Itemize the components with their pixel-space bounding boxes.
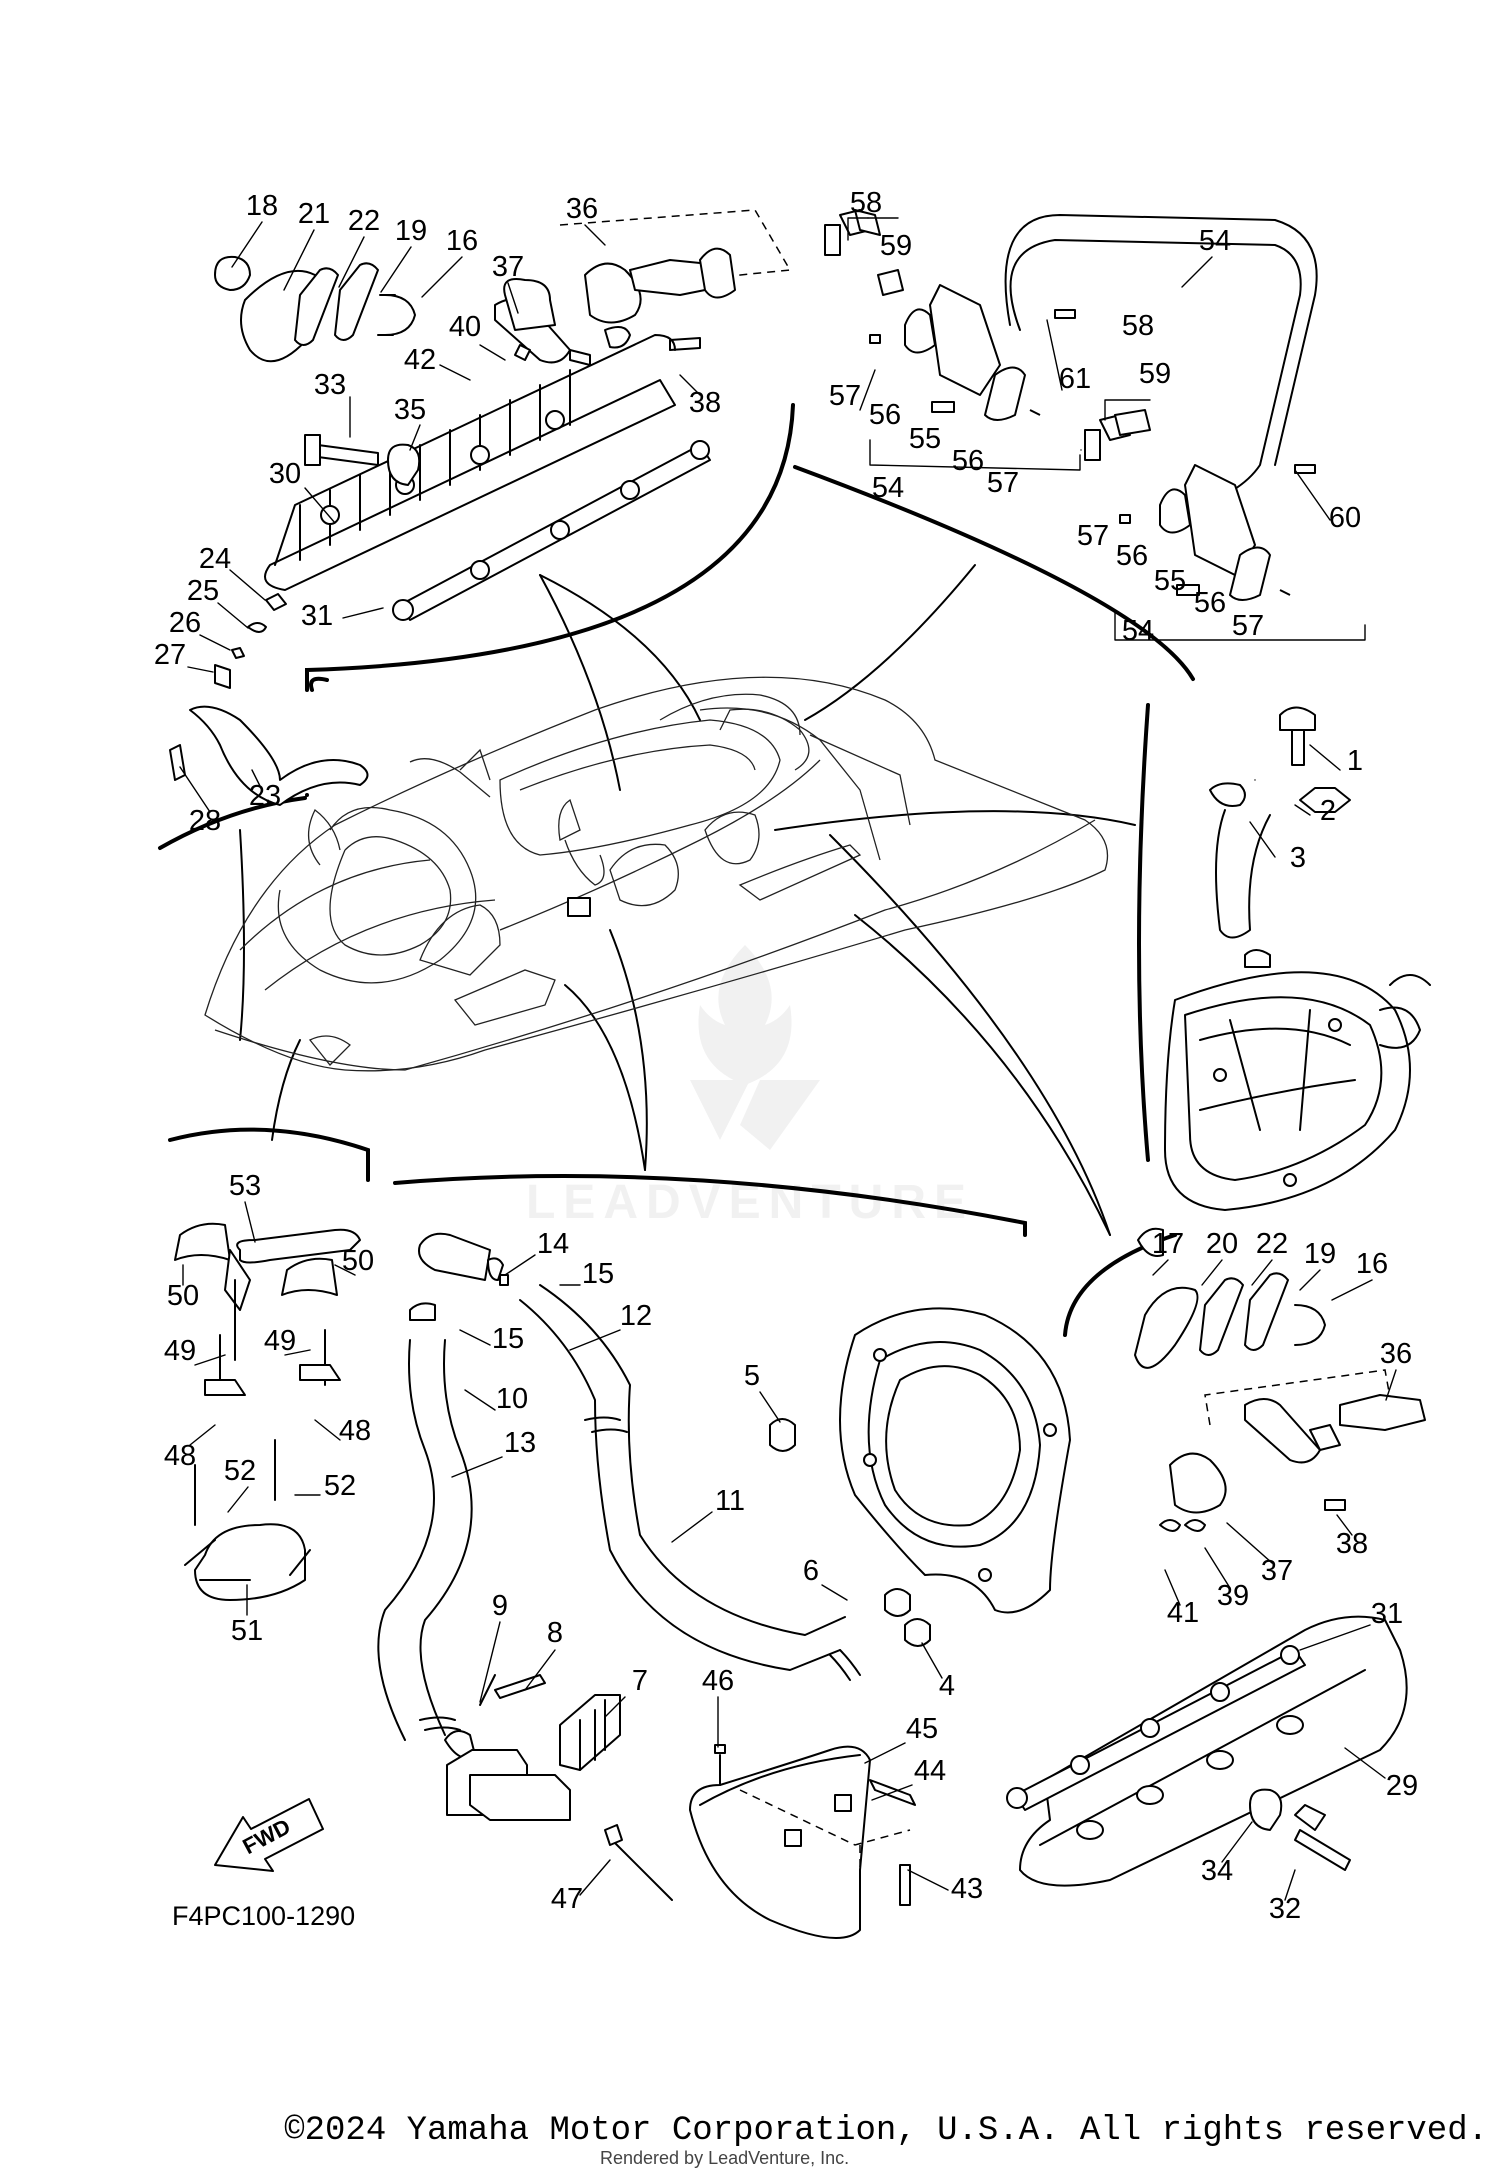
label-23: 23 [249,780,281,812]
label-58-bottom: 58 [1122,310,1154,342]
group-bottom-hoses: FWD [214,1232,1071,1939]
label-10: 10 [496,1383,528,1415]
label-22-top: 22 [348,205,380,237]
group-bottom-right-parts [1006,1227,1426,1887]
label-58-top: 58 [850,187,882,219]
label-60: 60 [1329,502,1361,534]
label-44: 44 [914,1755,946,1787]
label-53: 53 [229,1170,261,1202]
label-26: 26 [169,607,201,639]
label-20: 20 [1206,1228,1238,1260]
label-59-bottom: 59 [1139,358,1171,390]
watercraft-hull [204,676,1109,1072]
label-19-top: 19 [395,215,427,247]
group-top-right-parts [824,209,1366,641]
watermark-logo: LEADVENTURE [526,945,966,1229]
label-11: 11 [715,1485,745,1517]
label-57-a: 57 [829,380,861,412]
label-4: 4 [939,1670,955,1702]
label-54-bottom: 54 [1122,615,1154,647]
label-18: 18 [246,190,278,222]
label-56-d: 56 [1194,587,1226,619]
label-19-bottom: 19 [1304,1238,1336,1270]
label-29: 29 [1386,1770,1418,1802]
label-30: 30 [269,458,301,490]
label-40: 40 [449,311,481,343]
label-21: 21 [298,198,330,230]
part-labels: 18 21 22 19 16 36 37 40 42 38 33 35 30 3… [154,187,1418,1931]
label-36-top: 36 [566,193,598,225]
label-51: 51 [231,1615,263,1647]
label-52-left: 52 [224,1455,256,1487]
label-33: 33 [314,369,346,401]
label-54-mid: 54 [872,472,904,504]
diagram-code: F4PC100-1290 [172,1901,355,1931]
label-56-a: 56 [869,399,901,431]
label-1: 1 [1347,745,1363,777]
label-38-top: 38 [689,387,721,419]
label-15-b: 15 [492,1323,524,1355]
label-55-b: 55 [1154,565,1186,597]
label-45: 45 [906,1713,938,1745]
label-leaders [179,217,1397,1901]
group-top-left-parts [214,209,792,621]
label-57-d: 57 [1232,610,1264,642]
label-48-right: 48 [339,1415,371,1447]
label-24: 24 [199,543,231,575]
label-12: 12 [620,1300,652,1332]
label-52-right: 52 [324,1470,356,1502]
copyright-footer: ©2024 Yamaha Motor Corporation, U.S.A. A… [284,2112,1488,2150]
label-17: 17 [1152,1228,1184,1260]
label-55-a: 55 [909,423,941,455]
leader-arrows [239,564,1136,1236]
label-31-bottom: 31 [1371,1598,1403,1630]
label-49-right: 49 [264,1325,296,1357]
label-25: 25 [187,575,219,607]
label-56-c: 56 [1116,540,1148,572]
group-right-pump [1164,706,1431,1211]
label-27: 27 [154,639,186,671]
label-57-c: 57 [1077,520,1109,552]
label-48-left: 48 [164,1440,196,1472]
label-28: 28 [189,805,221,837]
label-43: 43 [951,1873,983,1905]
label-37-top: 37 [492,251,524,283]
label-3: 3 [1290,842,1306,874]
label-9: 9 [492,1590,508,1622]
group-bottom-left-parts [174,1222,361,1601]
label-31-top: 31 [301,600,333,632]
label-59-top: 59 [880,230,912,262]
label-14: 14 [537,1228,569,1260]
label-41: 41 [1167,1597,1199,1629]
label-22-bottom: 22 [1256,1228,1288,1260]
label-42: 42 [404,344,436,376]
label-54-top: 54 [1199,225,1231,257]
label-47: 47 [551,1883,583,1915]
rendered-by-text: Rendered by LeadVenture, Inc. [600,2148,850,2168]
label-56-b: 56 [952,445,984,477]
label-16-bottom: 16 [1356,1248,1388,1280]
label-46: 46 [702,1665,734,1697]
label-16-top: 16 [446,225,478,257]
label-49-left: 49 [164,1335,196,1367]
label-37-bottom: 37 [1261,1555,1293,1587]
label-35: 35 [394,394,426,426]
label-61: 61 [1059,363,1091,395]
label-34: 34 [1201,1855,1233,1887]
label-39: 39 [1217,1580,1249,1612]
label-15-a: 15 [582,1258,614,1290]
label-8: 8 [547,1617,563,1649]
label-7: 7 [632,1665,648,1697]
label-50-right: 50 [342,1245,374,1277]
label-6: 6 [803,1555,819,1587]
label-2: 2 [1320,795,1336,827]
label-57-b: 57 [987,467,1019,499]
label-38-bottom: 38 [1336,1528,1368,1560]
label-5: 5 [744,1360,760,1392]
label-36-bottom: 36 [1380,1338,1412,1370]
group-left-bracket [169,593,369,806]
label-13: 13 [504,1427,536,1459]
